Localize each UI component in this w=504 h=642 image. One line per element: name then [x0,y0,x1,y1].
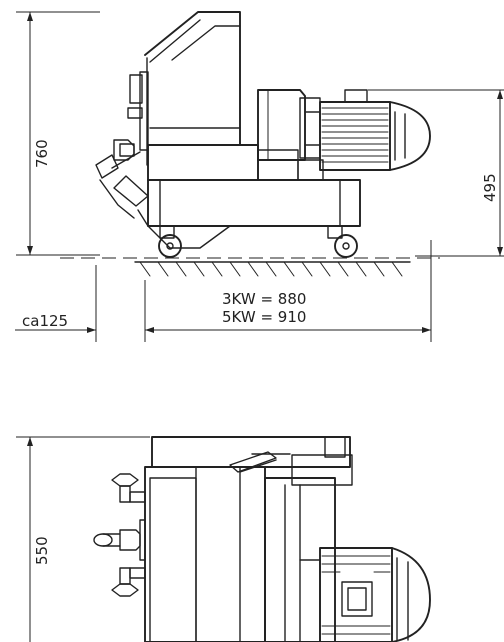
hopper [139,11,241,166]
dimension-length: ca125 3KW = 880 5KW = 910 [15,240,432,342]
motor-top [319,547,431,642]
base-frame [137,144,361,249]
floor-line [60,257,440,277]
cooling-fins [321,107,389,163]
dim-760-label: 760 [33,139,51,168]
dim-5kw-label: 5KW = 910 [222,308,306,326]
hopper-lid [229,451,291,473]
dim-overhang-label: ca125 [22,312,68,330]
dim-495-label: 495 [481,173,499,202]
front-wheel [158,225,182,258]
dimension-550: 550 [16,436,150,642]
side-view: 760 495 [15,11,504,342]
dimension-760: 760 [16,11,100,256]
front-handles [93,473,146,597]
rear-wheel [327,225,358,258]
top-view: 550 [16,436,431,642]
dim-550-label: 550 [33,536,51,565]
motor [319,89,431,171]
dimension-495: 495 [368,89,504,257]
drive-section [264,454,353,642]
dim-3kw-label: 3KW = 880 [222,290,306,308]
